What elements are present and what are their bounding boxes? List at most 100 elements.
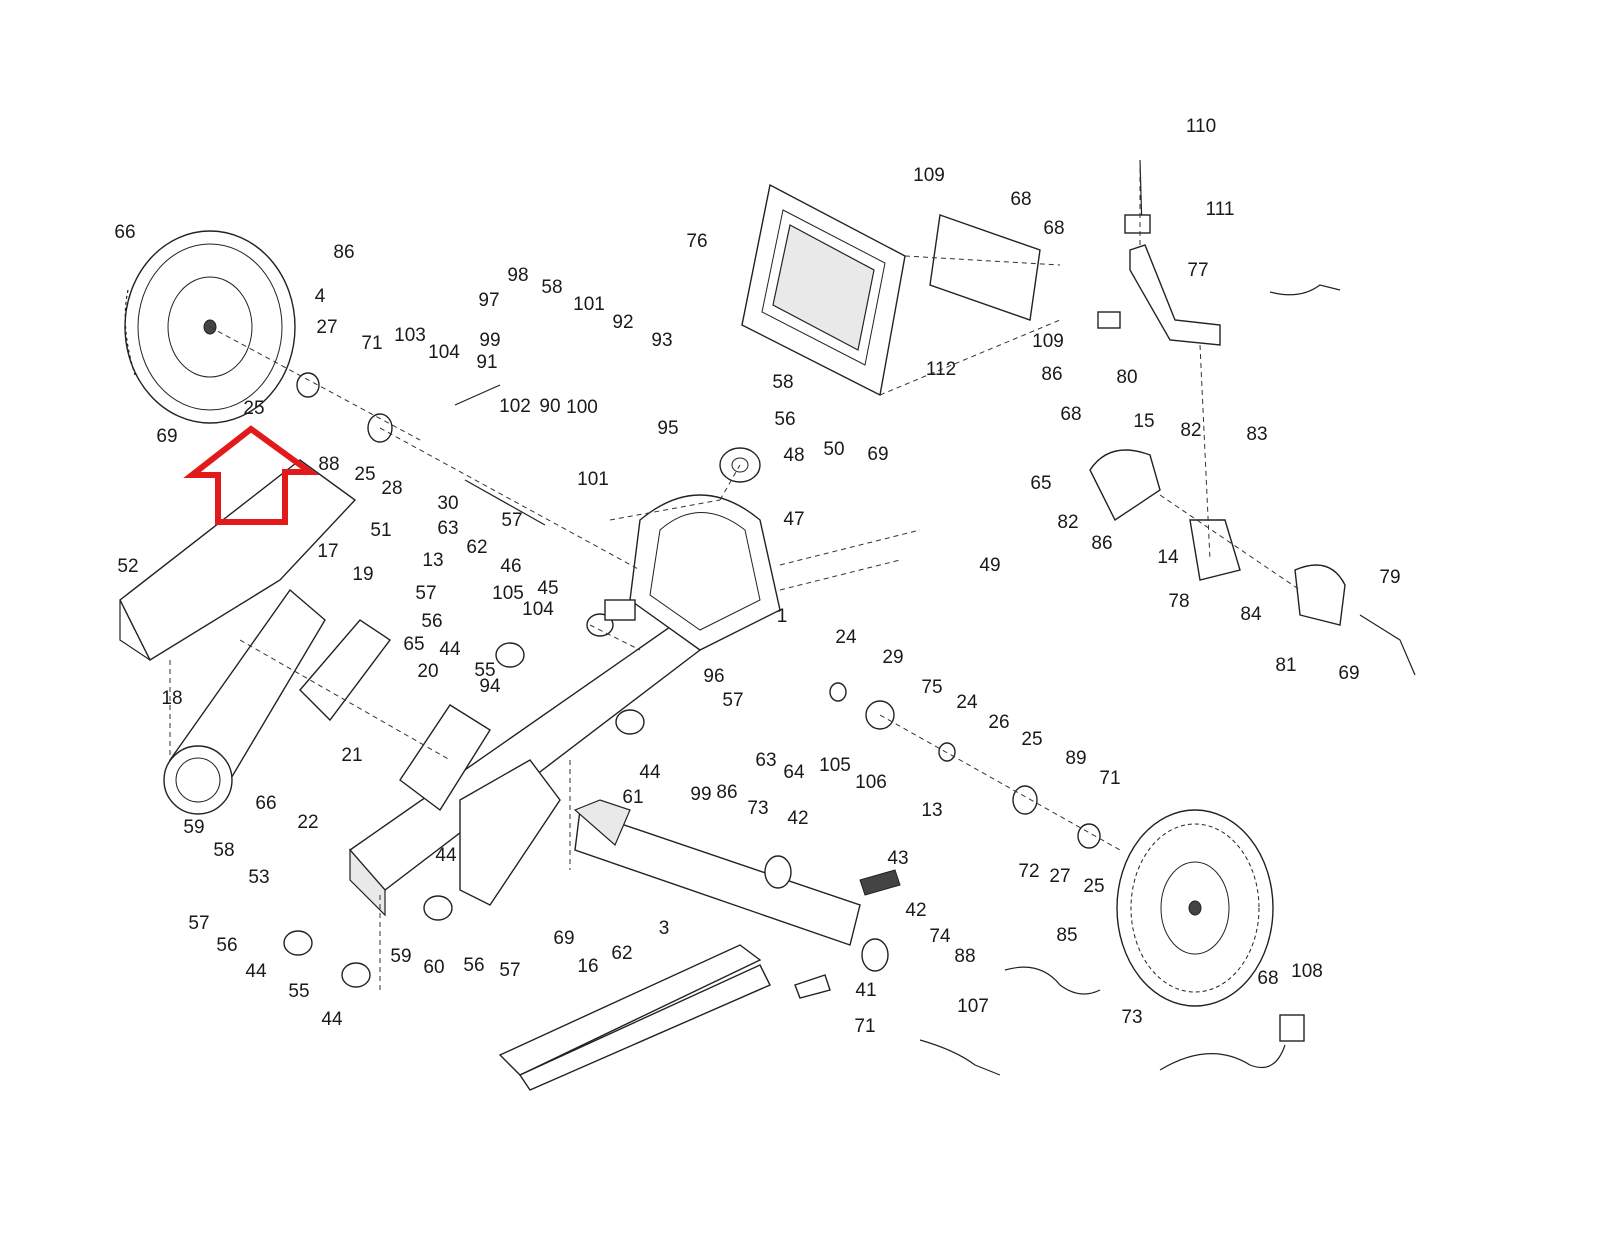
part-callout: 56: [216, 935, 237, 956]
part-callout: 57: [415, 583, 436, 604]
rear-shroud: [119, 459, 357, 661]
part-callout: 58: [541, 277, 562, 298]
part-callout: 68: [1060, 404, 1081, 425]
part-callout: 73: [747, 798, 768, 819]
cover-80: [1294, 564, 1346, 626]
part-callout: 60: [423, 957, 444, 978]
part-callout: 29: [882, 647, 903, 668]
handle-78: [1359, 614, 1416, 676]
handlebar-upright: [1097, 159, 1221, 346]
part-callout: 27: [316, 317, 337, 338]
part-callout: 14: [1157, 547, 1179, 568]
part-callout: 88: [954, 946, 975, 967]
part-callout: 28: [381, 478, 402, 499]
part-callout: 55: [474, 660, 495, 681]
cover-81: [1089, 449, 1161, 522]
part-callout: 58: [213, 840, 234, 861]
part-callout: 82: [1057, 512, 1078, 533]
part-callout: 66: [114, 222, 135, 243]
part-callout: 71: [1099, 768, 1120, 789]
part-callout: 18: [161, 688, 182, 709]
part-callout: 66: [255, 793, 276, 814]
part-labels: 1341313141516171819202122242425252525262…: [114, 116, 1400, 1037]
bracket-60: [604, 599, 636, 621]
part-callout: 57: [188, 913, 209, 934]
part-callout: 69: [1338, 663, 1359, 684]
part-callout: 97: [478, 290, 499, 311]
part-callout: 65: [1030, 473, 1051, 494]
part-callout: 93: [651, 330, 672, 351]
highlight-arrow: [183, 425, 320, 525]
part-callout: 41: [855, 980, 876, 1001]
part-callout: 49: [979, 555, 1000, 576]
part-callout: 68: [1043, 218, 1064, 239]
part-callout: 80: [1116, 367, 1137, 388]
part-callout: 61: [622, 787, 643, 808]
part-callout: 89: [1065, 748, 1086, 769]
part-callout: 25: [243, 398, 264, 419]
part-callout: 88: [318, 454, 339, 475]
part-callout: 56: [774, 409, 795, 430]
part-callout: 96: [703, 666, 724, 687]
part-callout: 86: [1091, 533, 1112, 554]
part-callout: 83: [1246, 424, 1267, 445]
part-callout: 59: [390, 946, 411, 967]
part-callout: 69: [553, 928, 574, 949]
wheel-44a: [495, 642, 525, 668]
part-callout: 1: [777, 606, 788, 627]
part-callout: 95: [657, 418, 678, 439]
rail-21: [459, 759, 561, 906]
part-callout: 86: [716, 782, 737, 803]
part-callout: 71: [361, 333, 382, 354]
part-callout: 53: [248, 867, 269, 888]
part-callout: 56: [421, 611, 442, 632]
part-callout: 55: [288, 981, 309, 1002]
part-callout: 75: [921, 677, 942, 698]
part-callout: 107: [957, 996, 989, 1017]
part-callout: 27: [1049, 866, 1070, 887]
part-callout: 45: [537, 578, 558, 599]
hub-88b: [1012, 785, 1038, 815]
part-callout: 24: [956, 692, 978, 713]
part-callout: 56: [463, 955, 484, 976]
bearing-27b: [1077, 823, 1101, 849]
part-callout: 86: [333, 242, 354, 263]
part-callout: 77: [1187, 260, 1208, 281]
part-callout: 25: [1083, 876, 1104, 897]
pad-43: [859, 869, 901, 896]
console-tablet: [741, 183, 906, 397]
part-callout: 90: [539, 396, 560, 417]
part-callout: 105: [492, 583, 524, 604]
part-callout: 111: [1206, 199, 1235, 220]
bearing-27a: [296, 372, 320, 398]
part-callout: 78: [1168, 591, 1189, 612]
part-callout: 24: [835, 627, 857, 648]
part-callout: 57: [722, 690, 743, 711]
part-callout: 98: [507, 265, 528, 286]
part-callout: 82: [1180, 420, 1201, 441]
wheel-42a: [764, 855, 792, 889]
part-callout: 30: [437, 493, 458, 514]
part-callout: 50: [823, 439, 844, 460]
pedal-strap: [498, 944, 771, 1091]
part-callout: 68: [1257, 968, 1278, 989]
part-callout: 44: [639, 762, 661, 783]
part-callout: 26: [988, 712, 1009, 733]
part-callout: 94: [479, 676, 501, 697]
part-callout: 112: [926, 359, 956, 380]
part-callout: 51: [370, 520, 391, 541]
power-adapter: [1279, 1014, 1305, 1042]
part-callout: 109: [913, 165, 945, 186]
part-callout: 105: [819, 755, 851, 776]
part-callout: 52: [117, 556, 138, 577]
wheel-44c: [423, 895, 453, 921]
rod-90: [454, 384, 501, 406]
bracket-77: [1189, 519, 1241, 581]
part-callout: 4: [315, 286, 326, 307]
part-callout: 44: [245, 961, 267, 982]
part-callout: 85: [1056, 925, 1077, 946]
part-callout: 104: [522, 599, 554, 620]
part-callout: 108: [1291, 961, 1323, 982]
front-fan-wheel: [1116, 809, 1274, 1007]
